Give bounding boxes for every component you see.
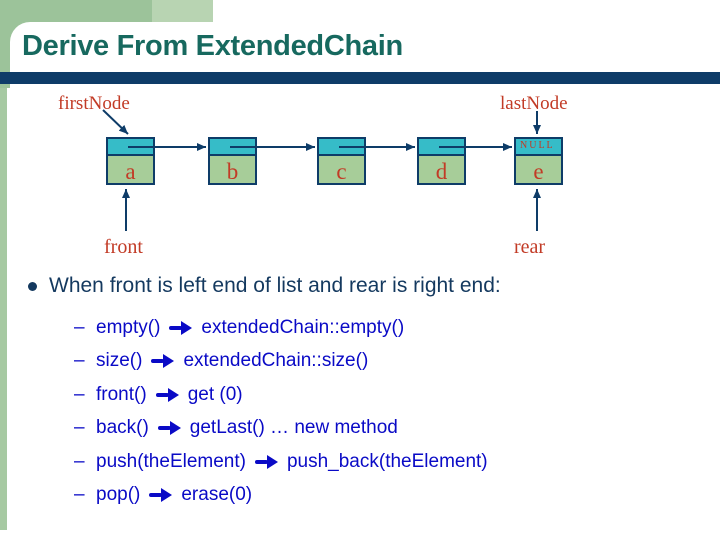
- node-value: b: [226, 159, 239, 185]
- node-value: d: [435, 159, 448, 185]
- main-bullet-text: When front is left end of list and rear …: [49, 274, 501, 297]
- method-old: back(): [96, 417, 149, 439]
- method-new: push_back(theElement): [286, 450, 488, 472]
- node-data-cell: a: [108, 156, 153, 183]
- slide-title: Derive From ExtendedChain: [22, 30, 403, 62]
- node-pointer-cell: [319, 139, 364, 156]
- front-pointer-label: front: [104, 236, 143, 258]
- method-new: get (0): [187, 383, 243, 405]
- dash-bullet-icon: –: [74, 316, 85, 338]
- dash-bullet-icon: –: [74, 417, 85, 439]
- method-mapping-list: – empty() extendedChain::empty() – size(…: [74, 311, 488, 512]
- title-underline-bar: [0, 72, 720, 84]
- list-item: – front() get (0): [74, 378, 488, 412]
- method-new: extendedChain::empty(): [201, 316, 405, 338]
- list-node-e: NULL e: [514, 137, 563, 185]
- method-old: pop(): [96, 484, 141, 506]
- right-arrow-icon: [149, 488, 173, 503]
- node-data-cell: d: [419, 156, 464, 183]
- list-node-b: b: [208, 137, 257, 185]
- list-node-a: a: [106, 137, 155, 185]
- node-value: e: [533, 159, 544, 185]
- node-pointer-cell: [210, 139, 255, 156]
- list-node-c: c: [317, 137, 366, 185]
- node-pointer-cell: [108, 139, 153, 156]
- node-data-cell: e: [516, 156, 561, 183]
- method-old: size(): [96, 350, 143, 372]
- null-pointer-label: NULL: [520, 140, 555, 151]
- right-arrow-icon: [155, 387, 179, 402]
- method-new: getLast() … new method: [189, 417, 398, 439]
- node-data-cell: b: [210, 156, 255, 183]
- rear-pointer-label: rear: [514, 236, 546, 258]
- node-pointer-cell: [419, 139, 464, 156]
- right-arrow-icon: [169, 320, 193, 335]
- method-old: front(): [96, 383, 147, 405]
- main-bullet: When front is left end of list and rear …: [28, 274, 700, 298]
- right-arrow-icon: [151, 354, 175, 369]
- method-old: empty(): [96, 316, 161, 338]
- right-arrow-icon: [254, 454, 278, 469]
- list-item: – back() getLast() … new method: [74, 412, 488, 446]
- node-value: c: [336, 159, 347, 185]
- dash-bullet-icon: –: [74, 484, 85, 506]
- right-arrow-icon: [157, 421, 181, 436]
- method-new: extendedChain::size(): [183, 350, 369, 372]
- dash-bullet-icon: –: [74, 383, 85, 405]
- node-value: a: [125, 159, 136, 185]
- node-data-cell: c: [319, 156, 364, 183]
- bullet-dot-icon: [28, 282, 37, 291]
- dash-bullet-icon: –: [74, 350, 85, 372]
- method-new: erase(0): [181, 484, 253, 506]
- node-pointer-cell: NULL: [516, 139, 561, 156]
- last-node-pointer-label: lastNode: [500, 93, 568, 114]
- slide-content-card: [10, 22, 720, 540]
- list-item: – size() extendedChain::size(): [74, 345, 488, 379]
- list-item: – push(theElement) push_back(theElement): [74, 445, 488, 479]
- list-node-d: d: [417, 137, 466, 185]
- dash-bullet-icon: –: [74, 450, 85, 472]
- left-edge-strip: [0, 0, 7, 530]
- list-item: – pop() erase(0): [74, 479, 488, 513]
- list-item: – empty() extendedChain::empty(): [74, 311, 488, 345]
- first-node-pointer-label: firstNode: [58, 93, 130, 114]
- method-old: push(theElement): [96, 450, 246, 472]
